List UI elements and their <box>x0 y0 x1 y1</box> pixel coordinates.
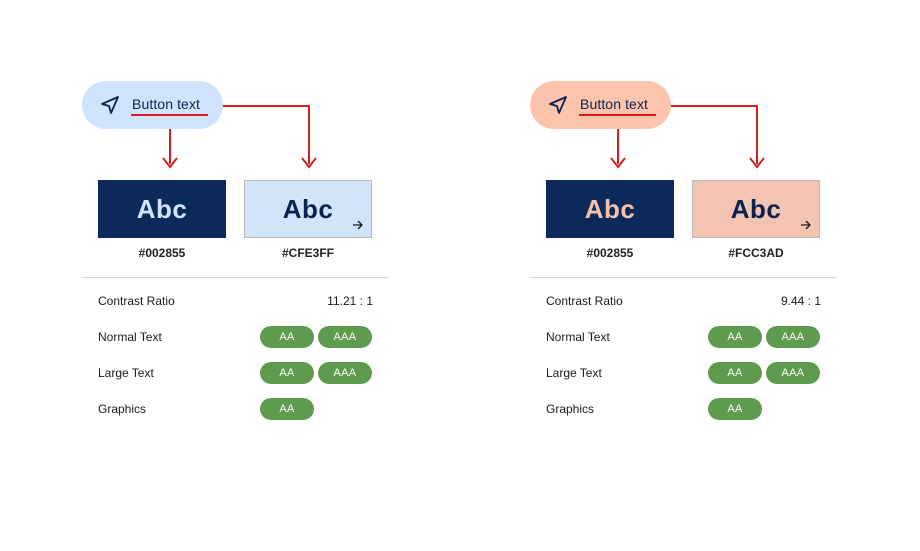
pass-badge: AAA <box>318 362 372 384</box>
pass-badge: AA <box>260 362 314 384</box>
button-label: Button text <box>580 96 649 112</box>
label-underline <box>131 114 208 116</box>
hex-code: #002855 <box>138 246 186 260</box>
button-label: Button text <box>132 96 201 112</box>
divider <box>82 277 388 278</box>
contrast-ratio-label: Contrast Ratio <box>546 294 623 308</box>
navigation-arrow-icon <box>549 96 567 114</box>
pass-badge: AAA <box>766 362 820 384</box>
foreground-swatch: Abc <box>546 180 674 238</box>
contrast-ratio-label: Contrast Ratio <box>98 294 175 308</box>
normal-text-label: Normal Text <box>546 330 610 344</box>
normal-text-label: Normal Text <box>98 330 162 344</box>
pass-badge: AA <box>260 326 314 348</box>
divider <box>530 277 836 278</box>
arrow-right-icon <box>353 220 363 230</box>
swatch-sample-text: Abc <box>136 193 188 224</box>
swatch-sample-text: Abc <box>282 193 334 224</box>
large-text-label: Large Text <box>98 366 154 380</box>
foreground-swatch: Abc <box>98 180 226 238</box>
contrast-ratio-value: 11.21 : 1 <box>327 294 373 308</box>
sample-button[interactable]: Button text <box>530 81 671 129</box>
graphics-label: Graphics <box>546 402 595 416</box>
graphics-label: Graphics <box>98 402 147 416</box>
contrast-ratio-value: 9.44 : 1 <box>780 294 821 308</box>
pass-badge: AAA <box>766 326 820 348</box>
swatch-sample-text: Abc <box>730 193 782 224</box>
swatch-sample-text: Abc <box>584 193 636 224</box>
arrow-right-icon <box>801 220 811 230</box>
label-underline <box>579 114 656 116</box>
pass-badge: AA <box>708 326 762 348</box>
contrast-panel-peach: Button text Abc Abc #002855 #FCC3AD Cont… <box>530 0 840 551</box>
contrast-panel-blue: Button text Abc Abc #002855 #CFE3FF Cont… <box>82 0 392 551</box>
hex-code: #FCC3AD <box>728 246 784 260</box>
pass-badge: AA <box>260 398 314 420</box>
background-swatch: Abc <box>692 180 820 238</box>
background-swatch: Abc <box>244 180 372 238</box>
pass-badge: AA <box>708 398 762 420</box>
hex-code: #002855 <box>586 246 634 260</box>
pass-badge: AAA <box>318 326 372 348</box>
navigation-arrow-icon <box>101 96 119 114</box>
pass-badge: AA <box>708 362 762 384</box>
large-text-label: Large Text <box>546 366 602 380</box>
hex-code: #CFE3FF <box>281 246 334 260</box>
sample-button[interactable]: Button text <box>82 81 223 129</box>
